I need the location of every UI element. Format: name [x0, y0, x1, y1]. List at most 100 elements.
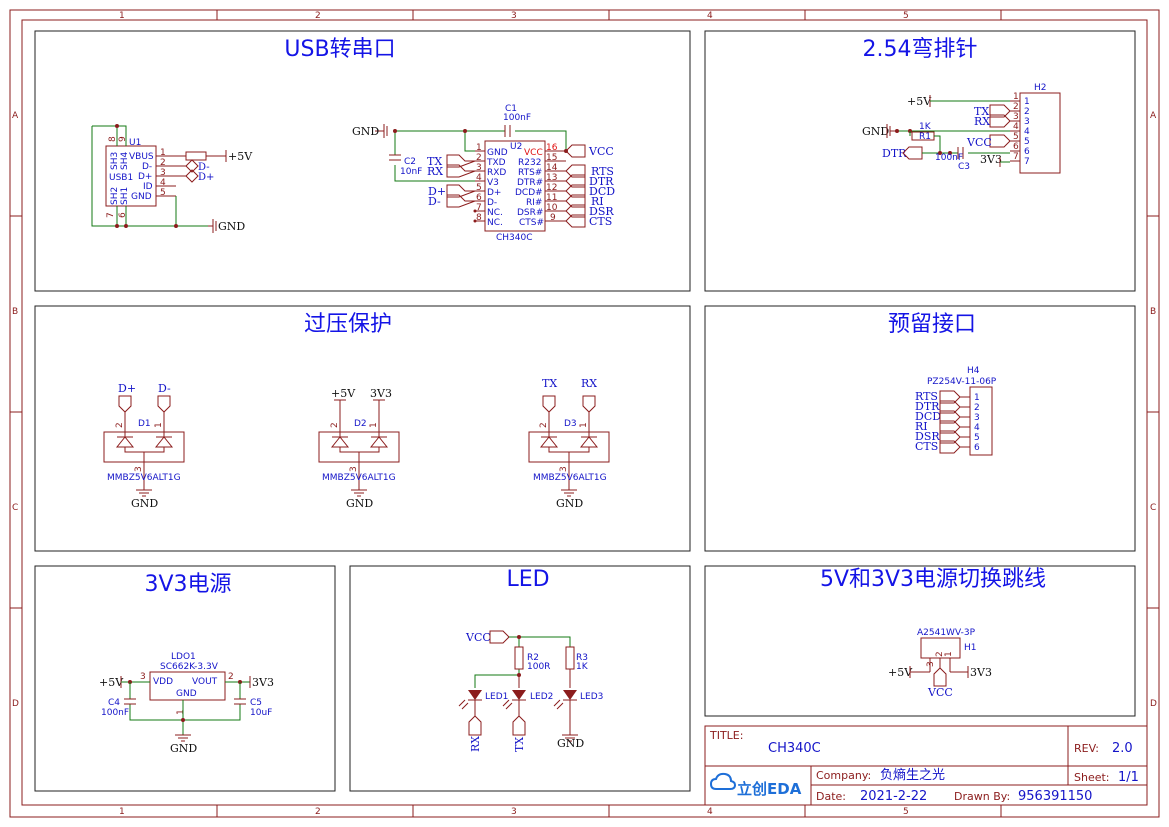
h4-pin4: 4 [974, 423, 980, 433]
h1-part: A2541WV-3P [917, 628, 976, 638]
d2-pin3: 3 [349, 466, 359, 472]
h4-ri-net: RI [915, 420, 928, 433]
u2-pin16: 16 [546, 143, 558, 153]
u2-pin8: 8 [476, 213, 482, 223]
d3-tx-net: TX [542, 377, 557, 390]
h1-pin2: 2 [935, 651, 945, 657]
c5-val: 10uF [250, 708, 272, 718]
u2-cts: CTS# [519, 218, 544, 228]
u1-name: USB1 [109, 173, 133, 183]
ldo1-ref: LDO1 [171, 652, 196, 662]
ch340-cts-net: CTS [589, 215, 612, 228]
grid-row-b-right: B [1150, 307, 1156, 317]
u2-pin7: 7 [476, 203, 482, 213]
h2-pin6a: 6 [1013, 142, 1019, 152]
u2-nc2: NC. [487, 218, 503, 228]
d3-part: MMBZ5V6ALT1G [533, 473, 607, 483]
u2-v3: V3 [487, 178, 499, 188]
h4-pin1: 1 [974, 393, 980, 403]
lceda-logo: 立创EDA [709, 772, 802, 798]
grid-row-a-left: A [12, 111, 19, 121]
h2-pin6: 6 [1024, 147, 1030, 157]
h1-vcc-net: VCC [927, 686, 953, 699]
h2-tx-net: TX [974, 105, 989, 118]
h1-3v3-label: 3V3 [970, 666, 992, 679]
u2-vcc: VCC [524, 148, 543, 158]
d1-gnd-label: GND [131, 497, 158, 510]
grid-col-1-bottom: 1 [119, 807, 125, 817]
ldo1-regulator: LDO1 SC662K-3.3V VDD VOUT GND 3 2 1 +5V … [99, 652, 274, 755]
h2-header: H2 +5V TX RX GND 1K R1 VCC DTR 100nF C3 … [862, 83, 1061, 174]
h4-dtr-net: DTR [915, 400, 940, 413]
grid-col-5-bottom: 5 [903, 807, 909, 817]
u2-dp: D+ [487, 188, 501, 198]
ch340-dp-net: D+ [428, 185, 446, 198]
d3-pin3: 3 [559, 466, 569, 472]
ovp-section-title: 过压保护 [304, 312, 392, 337]
h4-dsr-net: DSR [915, 430, 940, 443]
c3-val: 100nF [935, 153, 963, 163]
h2-dtr-net: DTR [882, 147, 907, 160]
grid-row-c-right: C [1150, 503, 1156, 513]
tb-date-label: Date: [816, 790, 846, 803]
grid-column-marks [10, 10, 1159, 817]
h2-pin4a: 4 [1013, 122, 1019, 132]
ldo1-vdd: VDD [153, 677, 173, 687]
d3-gnd-label: GND [556, 497, 583, 510]
h2-pin1: 1 [1024, 97, 1030, 107]
tb-sheet-label: Sheet: [1074, 771, 1110, 784]
d2-ref: D2 [354, 419, 367, 429]
u2-r232: R232 [518, 158, 541, 168]
tb-drawn-value: 956391150 [1018, 789, 1092, 804]
grid-column-labels: 1 2 3 4 5 1 2 3 4 5 A B C D A B C D [12, 11, 1157, 817]
r3-ref: R3 [576, 653, 588, 663]
u1-pin-vbus: VBUS [129, 152, 154, 162]
d1-dm-net: D- [158, 382, 171, 395]
h2-5v-label: +5V [907, 95, 932, 108]
u2-pin14: 14 [546, 163, 558, 173]
ch340-rts-net: RTS [591, 165, 614, 178]
r3-val: 1K [576, 662, 589, 672]
d3-tvs: TX RX D3 2 1 3 MMBZ5V6ALT1G GND [528, 377, 610, 510]
h2-pin3: 3 [1024, 117, 1030, 127]
h4-header: H4 PZ254V-11-06P RTS DTR DCD RI DSR CTS … [915, 366, 997, 456]
tb-company-value: 负熵生之光 [880, 767, 945, 783]
d1-part: MMBZ5V6ALT1G [107, 473, 181, 483]
jumper-section-title: 5V和3V3电源切换跳线 [820, 567, 1046, 592]
usb-5v-label: +5V [228, 150, 253, 163]
h4-part: PZ254V-11-06P [927, 377, 997, 387]
reserve-section-box [704, 305, 1136, 552]
h2-gnd-label: GND [862, 125, 889, 138]
grid-col-2-bottom: 2 [315, 807, 321, 817]
ch340-dsr-net: DSR [589, 205, 614, 218]
h2-pin7a: 7 [1013, 152, 1019, 162]
logo-text: 立创EDA [737, 780, 802, 798]
d1-pin2: 2 [115, 422, 125, 428]
header-section-box [704, 30, 1136, 292]
u2-pin2: 2 [476, 153, 482, 163]
h2-3v3-label: 3V3 [980, 153, 1002, 166]
u2-pin11: 11 [546, 193, 557, 203]
ovp-section-box [34, 305, 691, 552]
tb-rev-value: 2.0 [1112, 741, 1133, 756]
d2-pin1: 1 [369, 422, 379, 428]
jumper-section-box [704, 565, 1136, 717]
h2-vcc-net: VCC [966, 136, 992, 149]
usb-gnd-label: GND [218, 220, 245, 233]
u1-pin5: 5 [160, 188, 166, 198]
ldo-section-box [34, 565, 336, 792]
u2-pin12: 12 [546, 183, 557, 193]
led2-tx-net: TX [513, 737, 526, 752]
usb-section-title: USB转串口 [284, 37, 395, 62]
tb-title-value: CH340C [768, 741, 821, 756]
h1-5v-label: +5V [888, 666, 913, 679]
led2-ref: LED2 [530, 692, 553, 702]
grid-col-4-bottom: 4 [707, 807, 713, 817]
u2-rts: RTS# [518, 168, 542, 178]
d2-3v3-net: 3V3 [370, 387, 392, 400]
u2-ref: U2 [510, 142, 522, 152]
tb-date-value: 2021-2-22 [860, 789, 927, 804]
grid-col-2-top: 2 [315, 11, 321, 21]
ldo-section-title: 3V3电源 [144, 572, 231, 597]
led3-ref: LED3 [580, 692, 603, 702]
